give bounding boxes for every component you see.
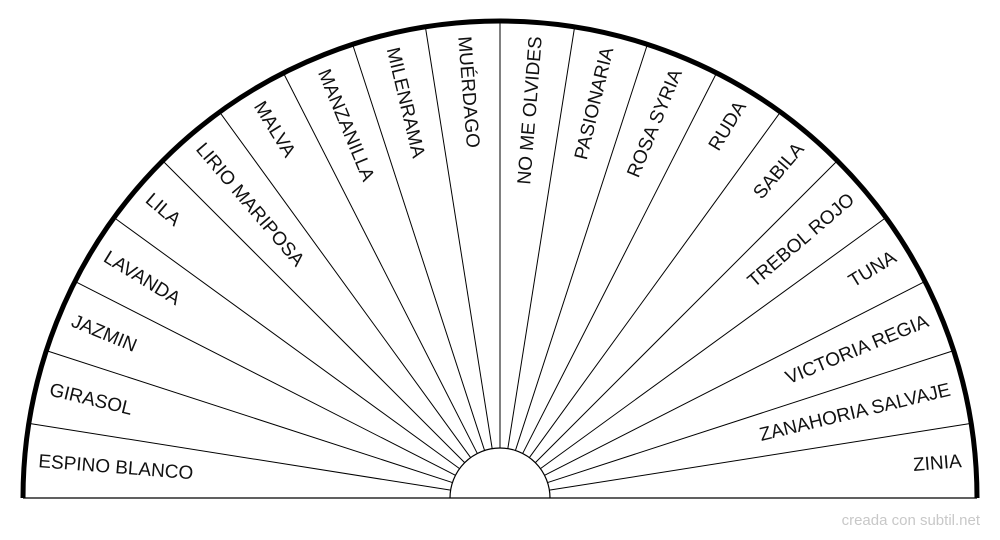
segment-label: LIRIO MARIPOSA [191,139,308,271]
segment-label: GIRASOL [47,380,134,420]
segment-divider [544,281,926,476]
segment-divider [162,160,465,463]
segment-divider [514,44,648,451]
segment-divider [46,350,453,484]
segment-divider [535,160,838,463]
segment-label: LILA [141,189,185,231]
outer-arc [20,18,980,499]
segment-label: VICTORIA REGIA [783,311,932,389]
segment-divider [352,44,486,451]
segment-divider [74,281,456,476]
segment-dividers [28,21,972,491]
segment-label: ZANAHORIA SALVAJE [757,380,952,446]
segment-divider [113,217,460,470]
segment-label: MILENRAMA [382,45,429,160]
footer-credit: creada con subtil.net [841,512,980,529]
segment-label: RUDA [705,97,751,154]
segment-label: SABILA [749,139,808,203]
segment-label: ESPINO BLANCO [38,451,194,484]
segment-divider [507,26,576,449]
segment-divider [547,350,954,484]
segment-divider [528,111,781,458]
segment-divider [283,72,478,454]
segment-label: NO ME OLVIDES [514,36,547,186]
segment-divider [219,111,472,458]
segment-label: MANZANILLA [313,66,378,185]
segment-label: JAZMIN [68,311,139,357]
segment-label: MUÉRDAGO [453,36,483,149]
segment-label: PASIONARIA [571,45,618,162]
segment-label: MALVA [249,98,299,162]
inner-arc [449,447,551,499]
segment-divider [549,422,972,491]
segment-divider [522,72,717,454]
segment-label: ZINIA [912,451,962,476]
segment-label: TUNA [845,247,900,292]
segment-label: ROSA SYRIA [623,66,687,181]
segment-divider [424,26,493,449]
segment-label: TREBOL ROJO [744,189,859,292]
segment-divider [28,422,451,491]
segment-divider [540,217,887,470]
